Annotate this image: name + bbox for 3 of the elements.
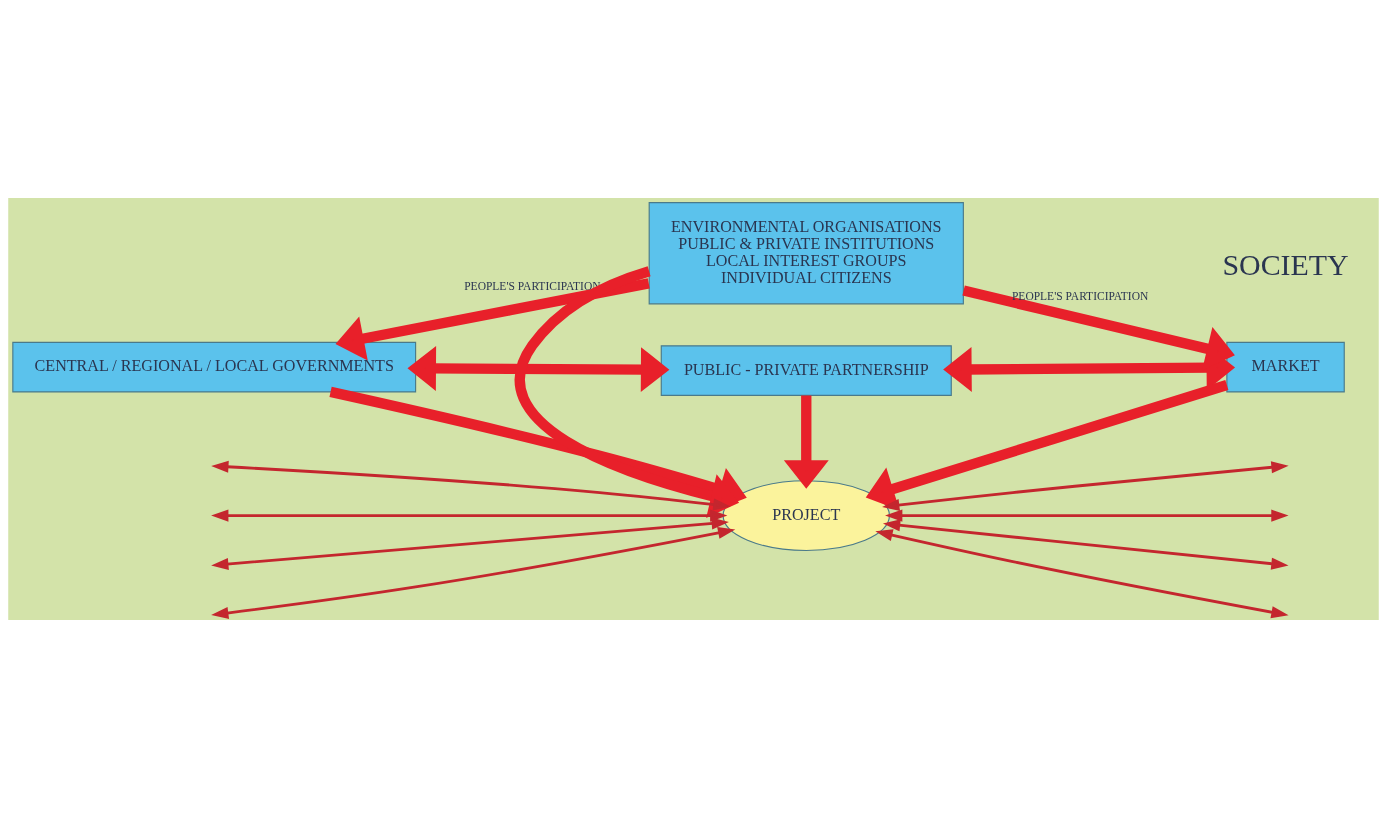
edge-label: PEOPLE'S PARTICIPATION [1011, 290, 1149, 303]
edge-label: PEOPLE'S PARTICIPATION [464, 280, 601, 293]
label: SOCIETY [1222, 248, 1349, 282]
